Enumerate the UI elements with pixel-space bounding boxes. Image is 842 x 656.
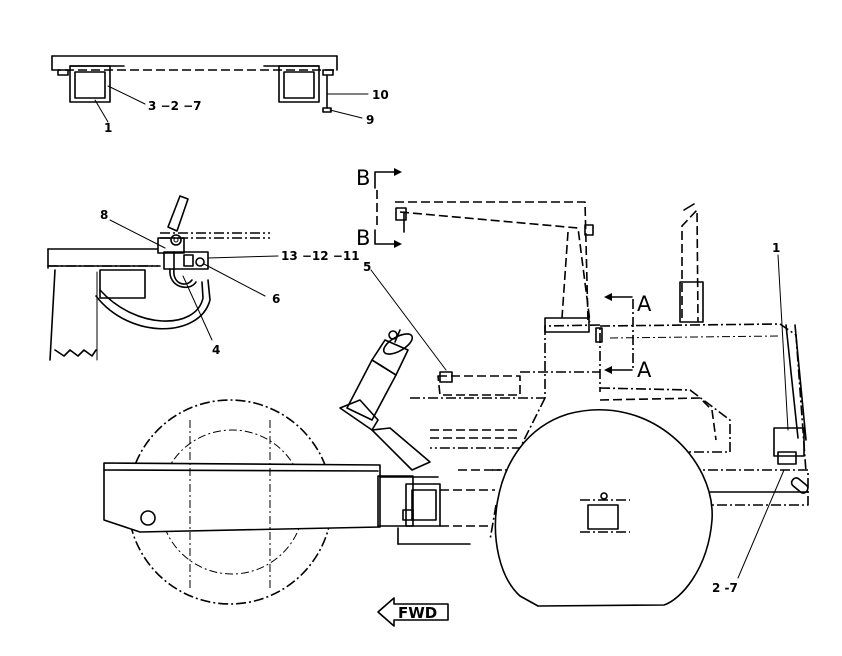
articulation-joint [377,469,500,545]
forward-direction-indicator: FWD [377,597,449,627]
callout-1-top: 1 [104,121,112,135]
view-label-a-upper: A [637,292,652,316]
callout-3-2-7: 3 −2 −7 [148,99,202,113]
view-label-b-lower: B [356,226,370,250]
front-frame [103,462,381,533]
rear-wheel [494,408,713,607]
view-label-a-lower: A [637,358,652,382]
fwd-label: FWD [398,604,437,622]
callout-6: 6 [272,292,280,306]
callout-4: 4 [212,343,220,357]
view-label-b-upper: B [356,166,370,190]
detail-switch-mount [47,195,279,361]
callout-13-12-11: 13 −12 −11 [281,249,360,263]
detail-top-bracket [51,55,369,123]
rops-canopy [395,201,603,343]
callout-10: 10 [372,88,389,102]
section-b-b-marker [374,168,402,248]
callout-8: 8 [100,208,108,222]
steering-column [346,329,414,421]
callout-2-7: 2 -7 [712,581,738,595]
roller-machine [103,201,809,607]
section-a-a-marker [604,293,634,374]
callout-5: 5 [363,260,371,274]
callout-9: 9 [366,113,374,127]
callout-1-right: 1 [772,241,780,255]
left-arrow-icon [377,597,449,627]
